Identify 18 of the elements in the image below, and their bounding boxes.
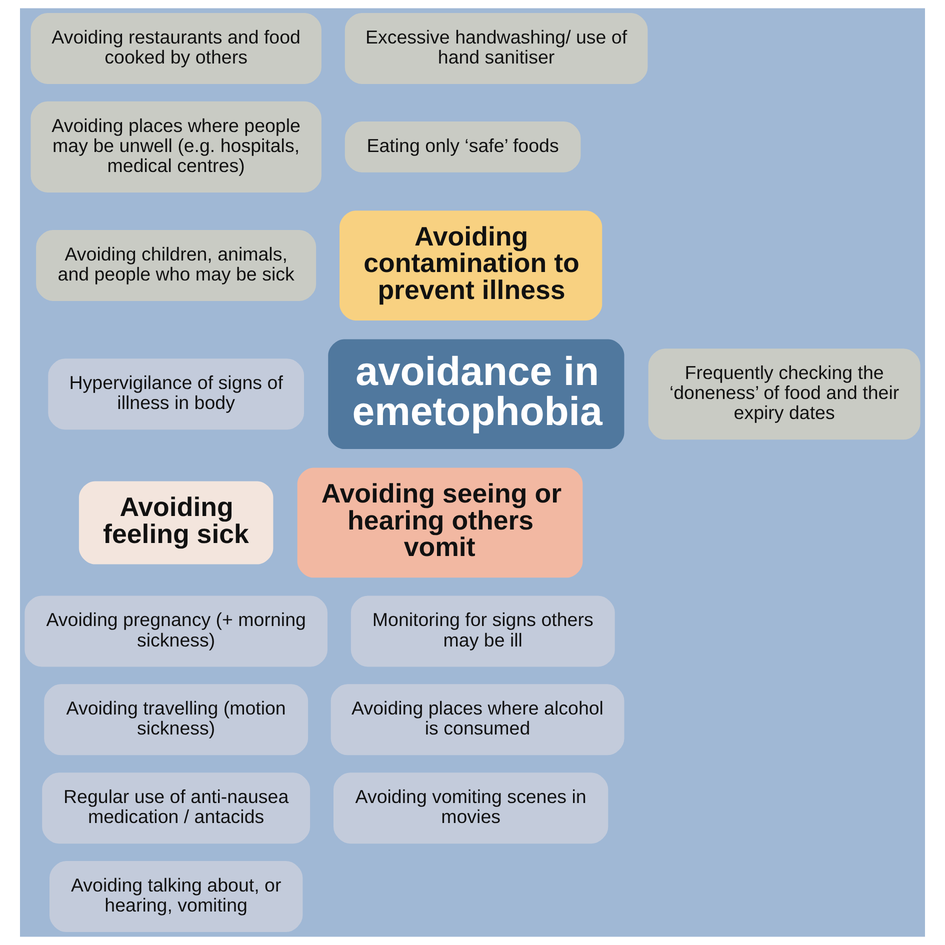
node-box: Avoiding restaurants and food cooked by others — [30, 12, 322, 84]
node-box: Avoiding seeing or hearing others vomit — [297, 468, 583, 578]
node-box: Regular use of anti-nausea medication / antacids — [42, 772, 310, 844]
node-box: Avoiding places where people may be unwell (e.g. hospitals, medical centres) — [30, 101, 322, 192]
node-box: Avoiding contamination to prevent illness — [340, 210, 602, 320]
node-box: Avoiding travelling (motion sickness) — [44, 684, 308, 756]
node-box: Avoiding children, animals, and people who may be sick — [36, 230, 316, 301]
node-box: Avoiding feeling sick — [78, 481, 274, 564]
node-box: avoidance in emetophobia — [328, 339, 624, 450]
node-box: Eating only ‘safe’ foods — [344, 121, 581, 172]
node-box: Monitoring for signs others may be ill — [350, 596, 615, 667]
node-box: Avoiding places where alcohol is consumed — [330, 684, 624, 756]
node-box: Hypervigilance of signs of illness in body — [48, 358, 304, 430]
node-box: Excessive handwashing/ use of hand sanitiser — [344, 12, 648, 84]
node-box: Avoiding vomiting scenes in movies — [334, 772, 608, 844]
node-box: Avoiding pregnancy (+ morning sickness) — [24, 596, 328, 667]
node-box: Frequently checking the ‘doneness’ of food and their expiry dates — [648, 348, 920, 440]
node-box: Avoiding talking about, or hearing, vomiting — [49, 861, 303, 932]
